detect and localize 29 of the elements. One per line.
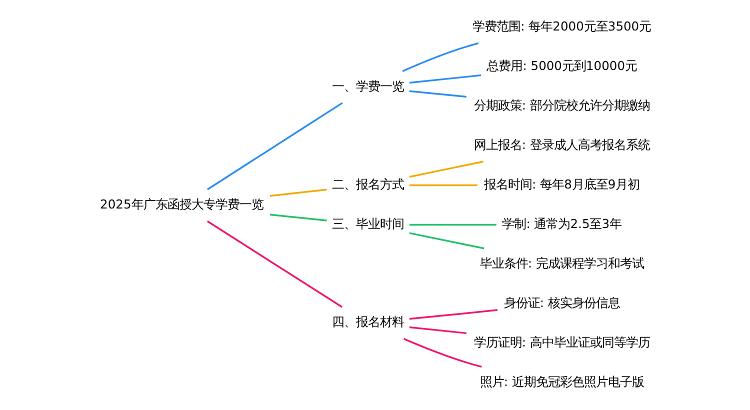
connector — [408, 74, 481, 84]
connector — [408, 309, 498, 320]
node-text: 报名时间: 每年8月底至9月初 — [484, 178, 640, 192]
connector — [402, 42, 478, 72]
node-text: 照片: 近期免冠彩色照片电子版 — [479, 374, 644, 389]
connector — [408, 224, 496, 226]
node-text: 网上报名: 登录成人高考报名系统 — [473, 138, 650, 152]
connector — [269, 188, 326, 197]
node-text: 分期政策: 部分院校允许分期缴纳 — [473, 98, 650, 113]
node-text: 三、毕业时间 — [332, 216, 404, 231]
node-text: 二、报名方式 — [332, 178, 404, 192]
node-text: 身份证: 核实身份信息 — [503, 296, 620, 310]
node-text: 四、报名材料 — [332, 315, 404, 330]
connector — [206, 220, 342, 308]
node-text: 一、学费一览 — [332, 79, 404, 94]
connector — [408, 232, 484, 250]
connector — [408, 160, 483, 178]
connector — [408, 184, 477, 186]
connector — [408, 90, 466, 98]
connector — [408, 326, 466, 334]
connector — [269, 214, 326, 222]
node-text: 总费用: 5000元到10000元 — [486, 59, 637, 74]
connector — [206, 102, 342, 190]
connector — [402, 338, 482, 368]
node-text: 学制: 通常为2.5至3年 — [502, 216, 622, 231]
node-text: 2025年广东函授大专学费一览 — [100, 198, 263, 212]
node-text: 学费范围: 每年2000元至3500元 — [472, 20, 651, 34]
node-text: 毕业条件: 完成课程学习和考试 — [479, 256, 644, 270]
node-text: 学历证明: 高中毕业证或同等学历 — [473, 335, 650, 350]
